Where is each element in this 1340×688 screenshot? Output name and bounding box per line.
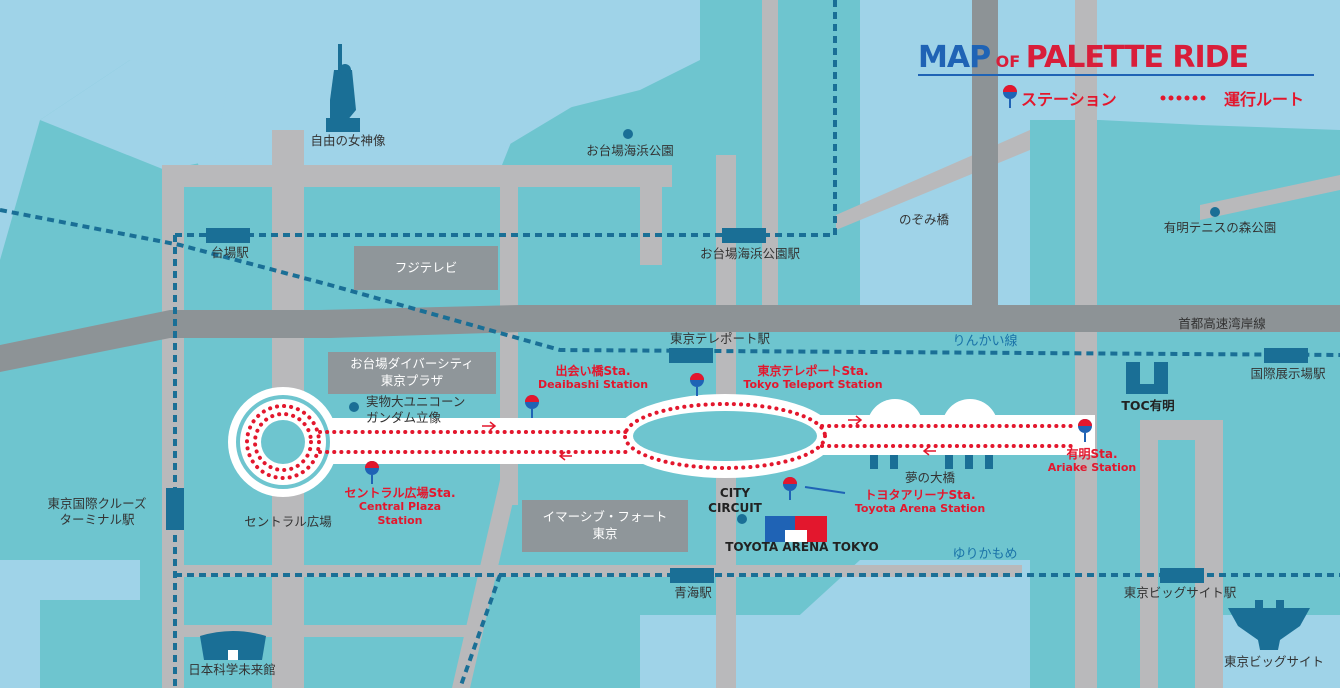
- bridge-piers: [870, 455, 993, 469]
- label-nozomi-bridge: のぞみ橋: [898, 212, 950, 227]
- label-odaiba-kaihin-park: お台場海浜公園: [586, 143, 674, 158]
- station-tokyo-teleport: 東京テレポートSta. Tokyo Teleport Station: [743, 364, 882, 392]
- station-central-plaza-en: Central Plaza Station: [358, 500, 442, 527]
- land-left: [0, 60, 200, 688]
- land-bottom-water: [640, 615, 840, 688]
- miraikan-building-icon: [200, 631, 266, 660]
- label-aomi-station: 青海駅: [674, 585, 712, 600]
- label-cruise-terminal: 東京国際クルーズ ターミナル駅: [47, 496, 147, 527]
- label-ariake-tennis-park: 有明テニスの森公園: [1163, 220, 1277, 235]
- nozomi-road: [972, 0, 998, 305]
- label-kokusai-tenjijo-station: 国際展示場駅: [1250, 366, 1326, 381]
- station-blocks: [166, 228, 1308, 583]
- station-pins: [365, 85, 1092, 500]
- station-ariake-jp: 有明Sta.: [1066, 447, 1118, 461]
- label-statue-of-liberty: 自由の女神像: [310, 133, 386, 148]
- title-palette-ride: PALETTE RIDE: [1025, 40, 1249, 75]
- label-city-circuit: CITY CIRCUIT: [708, 486, 762, 515]
- station-tokyo-teleport-jp: 東京テレポートSta.: [757, 364, 869, 378]
- legend-route: 運行ルート: [1224, 90, 1305, 109]
- label-big-sight-station: 東京ビッグサイト駅: [1123, 585, 1237, 600]
- legend-station: ステーション: [1021, 90, 1117, 109]
- route-dots: [245, 402, 1077, 480]
- label-rinkai-line: りんかい線: [952, 334, 1018, 349]
- land-right: [1030, 0, 1340, 688]
- label-odaiba-kaihin-koen-station: お台場海浜公園駅: [699, 246, 801, 261]
- label-yume-no-ohashi: 夢の大橋: [904, 470, 956, 485]
- station-central-plaza: セントラル広場Sta. Central Plaza Station: [344, 486, 455, 527]
- building-divercity: お台場ダイバーシティ 東京プラザ: [328, 352, 496, 394]
- statue-of-liberty-icon: [326, 44, 360, 132]
- label-gundam: 実物大ユニコーン ガンダム立像: [366, 394, 466, 425]
- station-toyota-arena-jp: トヨタアリーナSta.: [864, 488, 976, 502]
- label-yurikamome: ゆりかもめ: [952, 547, 1018, 562]
- route-arrows: [482, 415, 936, 461]
- label-toyota-arena: TOYOTA ARENA TOKYO: [725, 540, 879, 554]
- label-toc-ariake: TOC有明: [1121, 398, 1175, 413]
- map-title: MAP OF PALETTE RIDE: [918, 40, 1249, 75]
- station-central-plaza-jp: セントラル広場Sta.: [344, 486, 456, 500]
- station-deaibashi-en: Deaibashi Station: [537, 378, 649, 392]
- title-map: MAP: [918, 40, 991, 75]
- station-tokyo-teleport-en: Tokyo Teleport Station: [743, 378, 883, 392]
- station-ariake-en: Ariake Station: [1047, 461, 1137, 475]
- label-big-sight: 東京ビッグサイト: [1223, 654, 1325, 669]
- station-deaibashi-jp: 出会い橋Sta.: [555, 364, 631, 378]
- big-sight-building-icon: [1228, 600, 1310, 650]
- land-top-left: [0, 0, 60, 40]
- station-deaibashi: 出会い橋Sta. Deaibashi Station: [538, 364, 648, 392]
- toyota-arena-icon: [765, 516, 827, 542]
- station-toyota-arena-en: Toyota Arena Station: [854, 502, 986, 516]
- title-underline: [918, 74, 1314, 76]
- toc-building-icon: [1126, 362, 1168, 394]
- label-shuto-expressway: 首都高速湾岸線: [1178, 316, 1266, 331]
- building-immersive-fort: イマーシブ・フォート 東京: [522, 500, 688, 552]
- expressway: [0, 305, 1340, 372]
- label-tokyo-teleport-station: 東京テレポート駅: [669, 331, 771, 346]
- label-daiba-station: 台場駅: [211, 245, 249, 260]
- land-bottom-left-water: [0, 560, 140, 688]
- land-top-water-mid: [40, 60, 230, 170]
- land-top-right-water: [1030, 0, 1340, 130]
- building-fuji-tv: フジテレビ: [354, 246, 498, 290]
- label-miraikan: 日本科学未来館: [188, 662, 276, 677]
- title-of: OF: [995, 52, 1021, 71]
- label-central-square: セントラル広場: [244, 514, 332, 529]
- station-toyota-arena: トヨタアリーナSta. Toyota Arena Station: [855, 488, 985, 516]
- station-ariake: 有明Sta. Ariake Station: [1048, 447, 1136, 475]
